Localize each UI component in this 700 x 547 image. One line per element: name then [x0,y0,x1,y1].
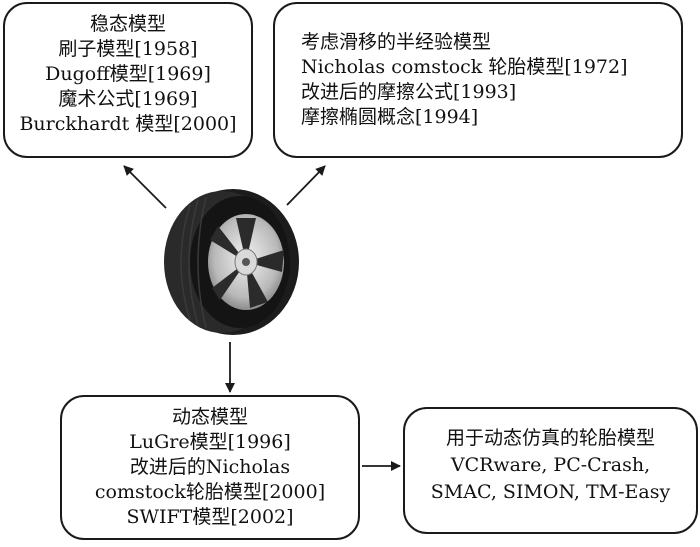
arrow-to-steady-models [123,165,167,209]
dynamic-models-box: 动态模型 LuGre模型[1996] 改进后的Nicholas comstock… [60,395,360,540]
simulation-tire-models-box: 用于动态仿真的轮胎模型 VCRware, PC-Crash, SMAC, SIM… [403,407,698,534]
semi-empirical-models-box: 考虑滑移的半经验模型 Nicholas comstock 轮胎模型[1972] … [273,2,683,158]
swift-model-item: SWIFT模型[2002] [126,506,294,528]
semi-empirical-title: 考虑滑移的半经验模型 [301,31,492,53]
steady-state-models-box: 稳态模型 刷子模型[1958] Dugoff模型[1969] 魔术公式[1969… [3,2,253,158]
tire-icon [164,189,299,335]
lugre-model-item: LuGre模型[1996] [129,431,291,453]
steady-state-title: 稳态模型 [89,13,166,35]
nicholas-comstock-item: Nicholas comstock 轮胎模型[1972] [301,56,628,78]
simulation-tools-line-1: VCRware, PC-Crash, [450,454,651,476]
magic-formula-item: 魔术公式[1969] [58,88,198,110]
brush-model-item: 刷子模型[1958] [58,38,198,60]
burckhardt-model-item: Burckhardt 模型[2000] [19,113,237,135]
comstock-tire-model-item: comstock轮胎模型[2000] [94,481,326,503]
arrow-to-semi-empirical-models [286,165,326,206]
improved-nicholas-item: 改进后的Nicholas [129,456,291,478]
simulation-tools-line-2: SMAC, SIMON, TM-Easy [430,481,671,503]
simulation-title: 用于动态仿真的轮胎模型 [445,427,655,449]
friction-ellipse-item: 摩擦椭圆概念[1994] [301,106,479,128]
dynamic-title: 动态模型 [171,406,248,428]
improved-friction-formula-item: 改进后的摩擦公式[1993] [301,81,517,103]
dugoff-model-item: Dugoff模型[1969] [45,63,211,85]
